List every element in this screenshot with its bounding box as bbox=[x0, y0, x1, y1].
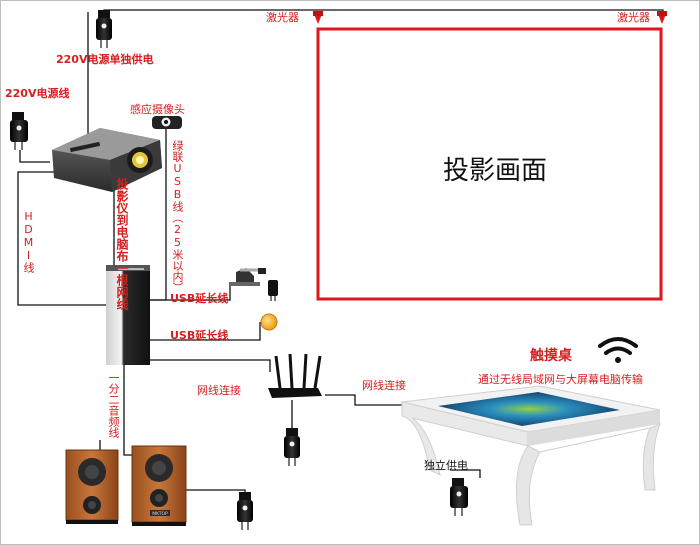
laser-icon-right bbox=[657, 11, 667, 24]
wireless-desc-label: 通过无线局域网与大屏幕电脑传输 bbox=[478, 373, 643, 386]
touch-table-icon bbox=[401, 385, 661, 526]
usb-dongle-icon bbox=[260, 313, 278, 331]
power-plug-icon bbox=[268, 280, 278, 301]
hdmi-label: HDMI线 bbox=[22, 210, 35, 273]
proj-to-pc-label: 投影仪到电脑布一根网线 bbox=[115, 178, 129, 310]
laser-label-right: 激光器 bbox=[617, 11, 650, 24]
sensor-camera-label: 感应摄像头 bbox=[130, 103, 185, 116]
laser-label-left: 激光器 bbox=[266, 11, 299, 24]
speaker-icon: MKTOP bbox=[131, 445, 187, 526]
power-plug-icon bbox=[284, 428, 300, 466]
laser-icon-left bbox=[313, 11, 323, 24]
net-conn-label-left: 网线连接 bbox=[197, 384, 241, 397]
pc-tower-icon bbox=[106, 265, 150, 365]
projection-screen-title: 投影画面 bbox=[442, 156, 547, 186]
usb-ext-label-1: USB延长线 bbox=[170, 292, 229, 305]
power-plug-icon bbox=[237, 492, 253, 530]
green-usb-label: 绿联USB线（25米以内） bbox=[171, 140, 184, 293]
power-single-label: 220V电源单独供电 bbox=[56, 53, 154, 66]
audio-label: 一分二音频线 bbox=[107, 372, 120, 438]
touch-table-label: 触摸桌 bbox=[530, 348, 572, 364]
power-plug-icon bbox=[96, 10, 112, 48]
projector-icon bbox=[52, 128, 162, 192]
net-conn-label-right: 网线连接 bbox=[362, 379, 406, 392]
wifi-icon bbox=[598, 337, 638, 363]
router-icon bbox=[268, 353, 322, 398]
power-plug-icon bbox=[10, 112, 28, 150]
camera-icon bbox=[152, 116, 182, 129]
projection-screen bbox=[316, 27, 663, 301]
document-camera-icon bbox=[230, 268, 266, 286]
power-plug-icon bbox=[450, 478, 468, 516]
speaker-icon bbox=[65, 449, 119, 524]
power-line-label: 220V电源线 bbox=[5, 87, 70, 100]
usb-ext-label-2: USB延长线 bbox=[170, 329, 229, 342]
speaker-brand-label: MKTOP bbox=[152, 511, 168, 517]
independent-power-label: 独立供电 bbox=[424, 459, 468, 472]
